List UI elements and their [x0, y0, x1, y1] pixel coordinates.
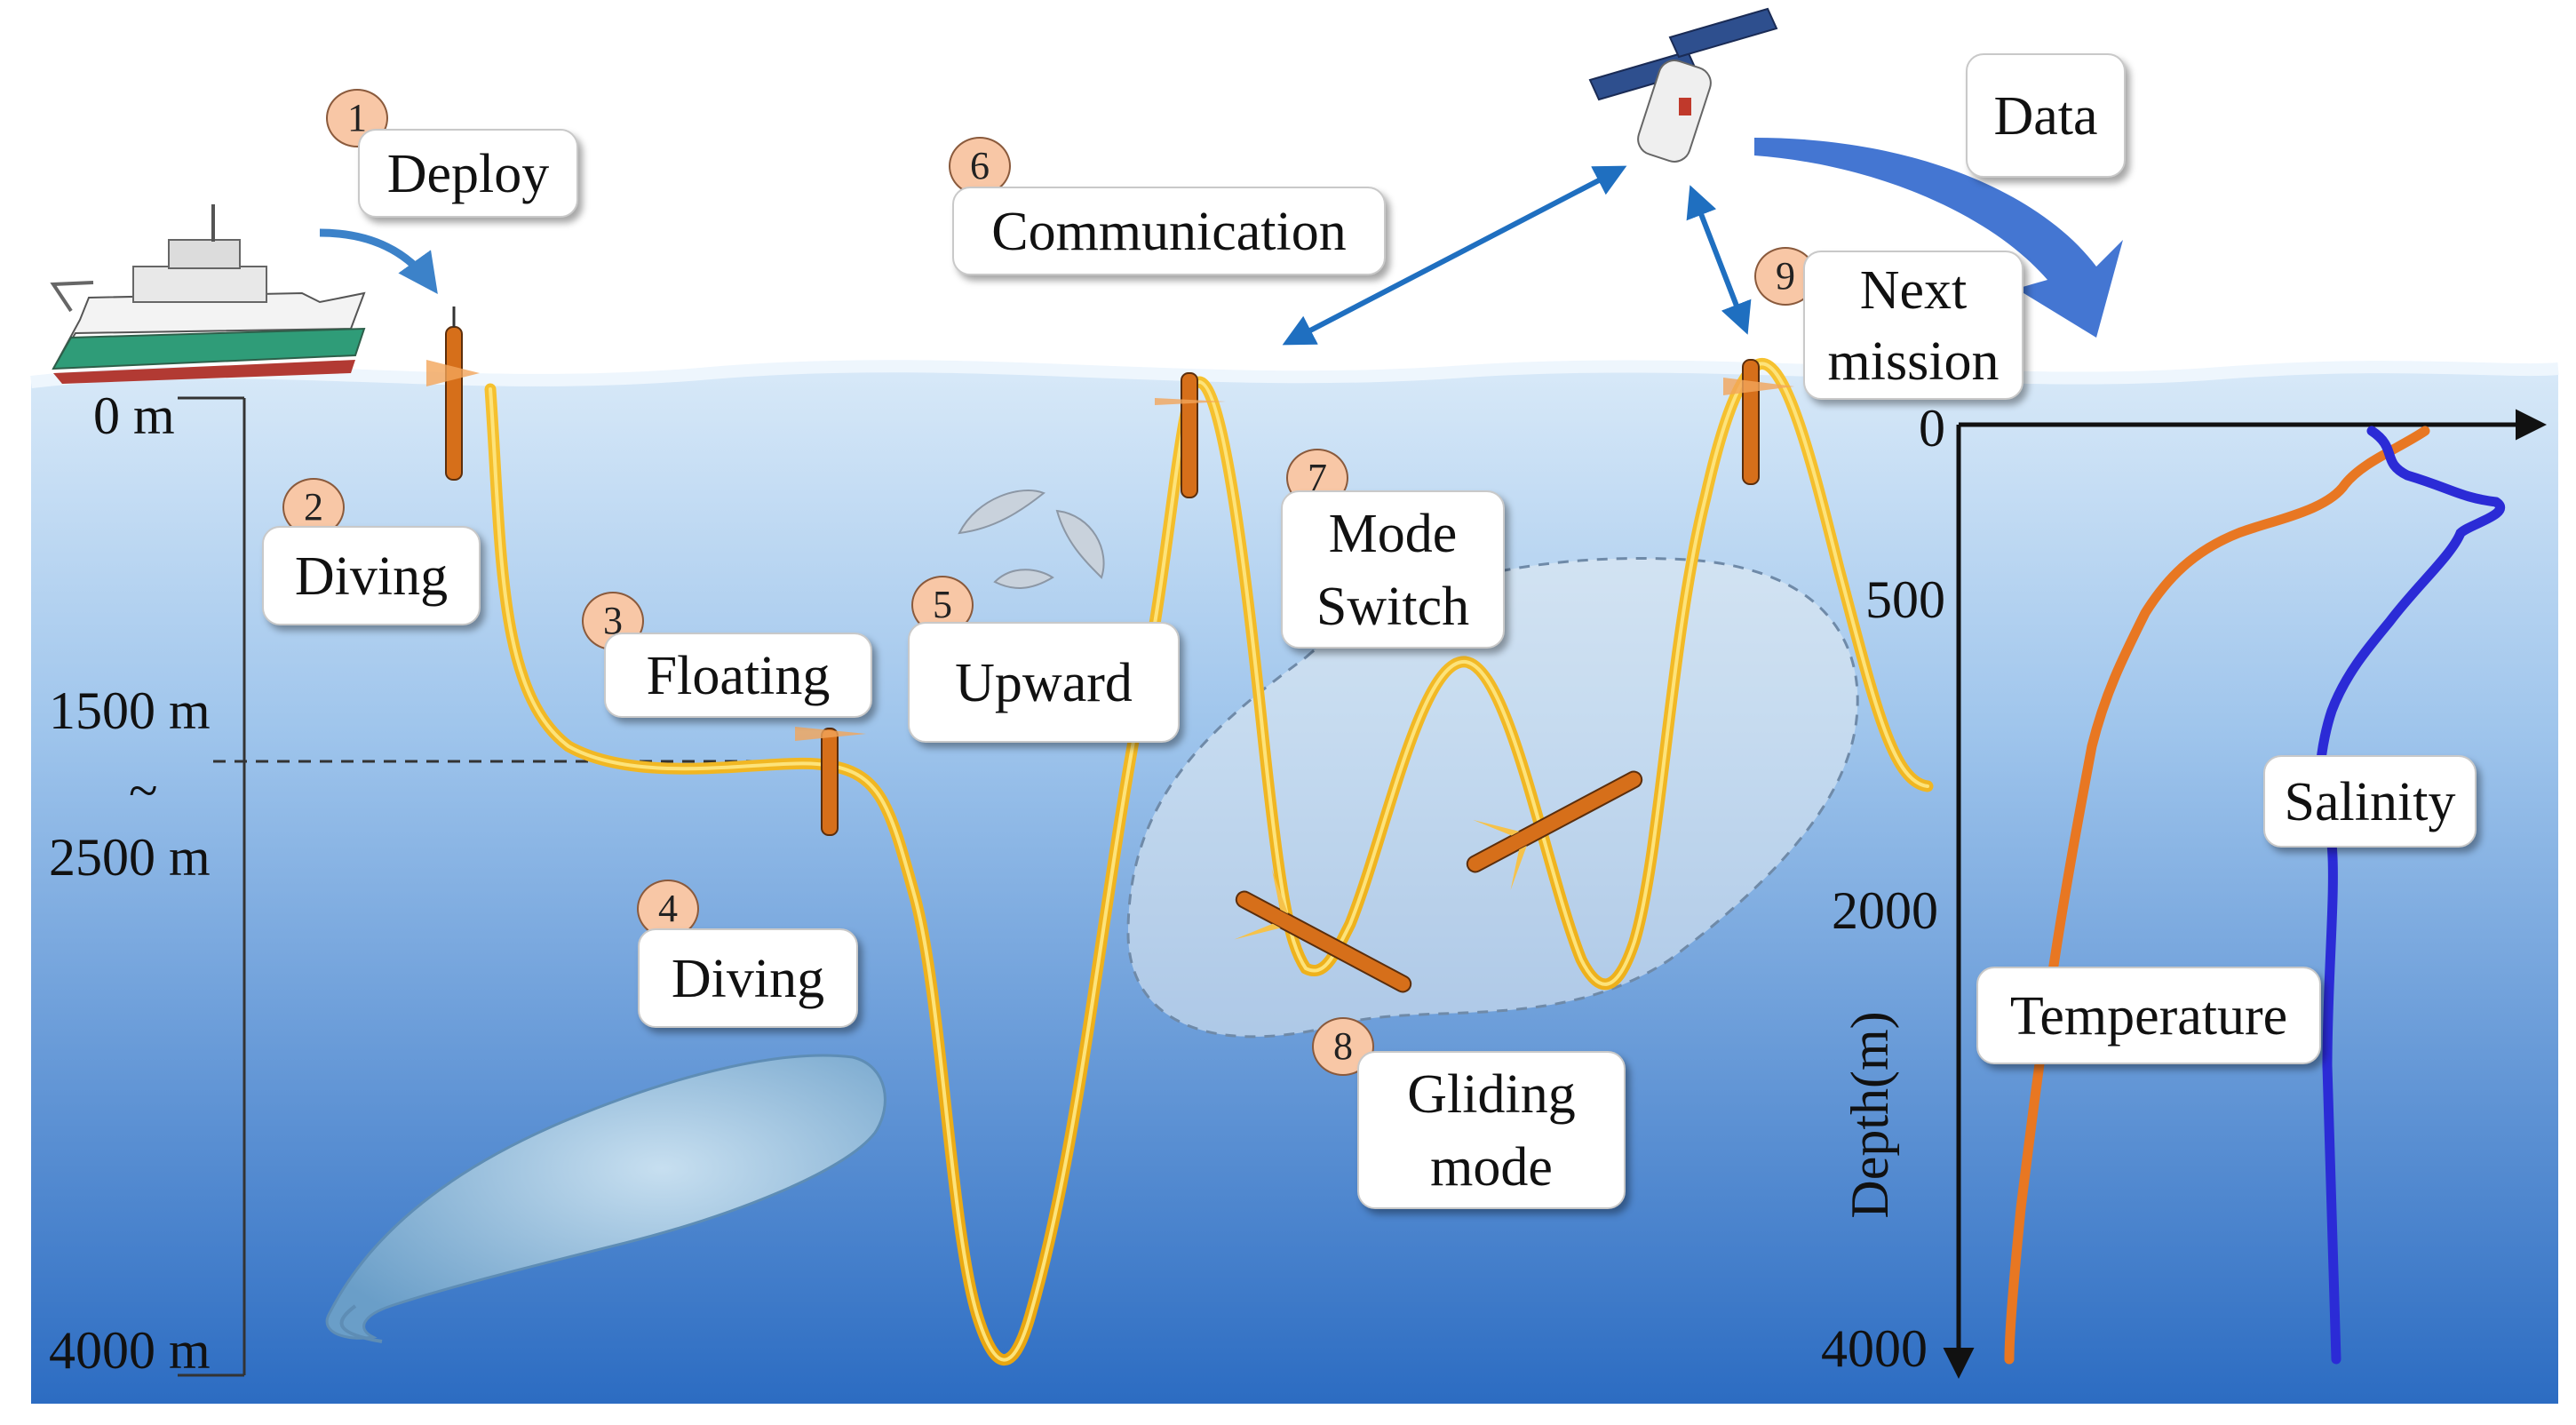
satellite-icon	[1588, 7, 1778, 163]
mode-switch-line-1: Mode	[1328, 504, 1458, 564]
step-label-diving-2: Diving	[638, 928, 858, 1028]
depth-label-1500m: 1500 m	[49, 681, 211, 740]
step-label-gliding-mode: Gliding mode	[1357, 1051, 1626, 1209]
glider-icon-1	[1234, 869, 1412, 993]
next-mission-arrow	[1686, 185, 1752, 335]
chart-tick-4000: 4000	[1821, 1319, 1928, 1378]
float-icon-surface	[1155, 372, 1226, 498]
depth-label-2500m: 2500 m	[49, 828, 211, 887]
float-icon-next-mission	[1723, 359, 1794, 485]
step-label-next-mission: Next mission	[1803, 251, 2023, 400]
chart-y-axis-label: Depth(m)	[1841, 1011, 1899, 1219]
depth-label-4000m: 4000 m	[49, 1321, 211, 1380]
next-mission-line-2: mission	[1827, 331, 2000, 392]
chart-tick-0: 0	[1919, 399, 1945, 458]
float-icon-deploy	[426, 306, 480, 481]
profile-chart	[1943, 409, 2547, 1379]
step-label-deploy: Deploy	[358, 129, 578, 218]
salinity-label: Salinity	[2263, 755, 2477, 848]
gliding-mode-line-1: Gliding	[1407, 1064, 1576, 1125]
depth-label-0m: 0 m	[93, 386, 175, 445]
step-label-floating: Floating	[604, 633, 872, 718]
temperature-label: Temperature	[1976, 967, 2321, 1064]
step-label-mode-switch: Mode Switch	[1281, 490, 1505, 649]
step-badge-8: 8	[1312, 1017, 1374, 1076]
data-arrow	[1754, 138, 2123, 338]
next-mission-line-1: Next	[1859, 260, 1968, 321]
depth-scale	[178, 396, 799, 1377]
sea-surface-foam	[30, 360, 2559, 388]
temperature-curve	[2004, 426, 2430, 1365]
data-label: Data	[1966, 53, 2126, 178]
whale-icon	[325, 1054, 886, 1343]
glider-icon-2	[1466, 770, 1643, 891]
step-badge-6: 6	[949, 137, 1011, 195]
float-icon-floating	[795, 727, 866, 836]
chart-tick-500: 500	[1865, 570, 1945, 629]
gliding-mode-line-2: mode	[1430, 1137, 1553, 1198]
deploy-arrow	[319, 228, 438, 294]
depth-label-tilde: ~	[129, 761, 158, 820]
step-label-communication: Communication	[952, 187, 1386, 275]
ship-icon	[50, 204, 366, 384]
fish-icon-group	[958, 490, 1105, 589]
step-label-upward: Upward	[908, 622, 1180, 743]
mode-switch-line-2: Switch	[1316, 577, 1470, 637]
step-label-diving-1: Diving	[262, 526, 481, 625]
communication-arrow	[1282, 165, 1627, 346]
step-badge-1: 1	[326, 89, 388, 147]
salinity-curve	[2314, 426, 2505, 1365]
chart-tick-2000: 2000	[1832, 881, 1938, 940]
